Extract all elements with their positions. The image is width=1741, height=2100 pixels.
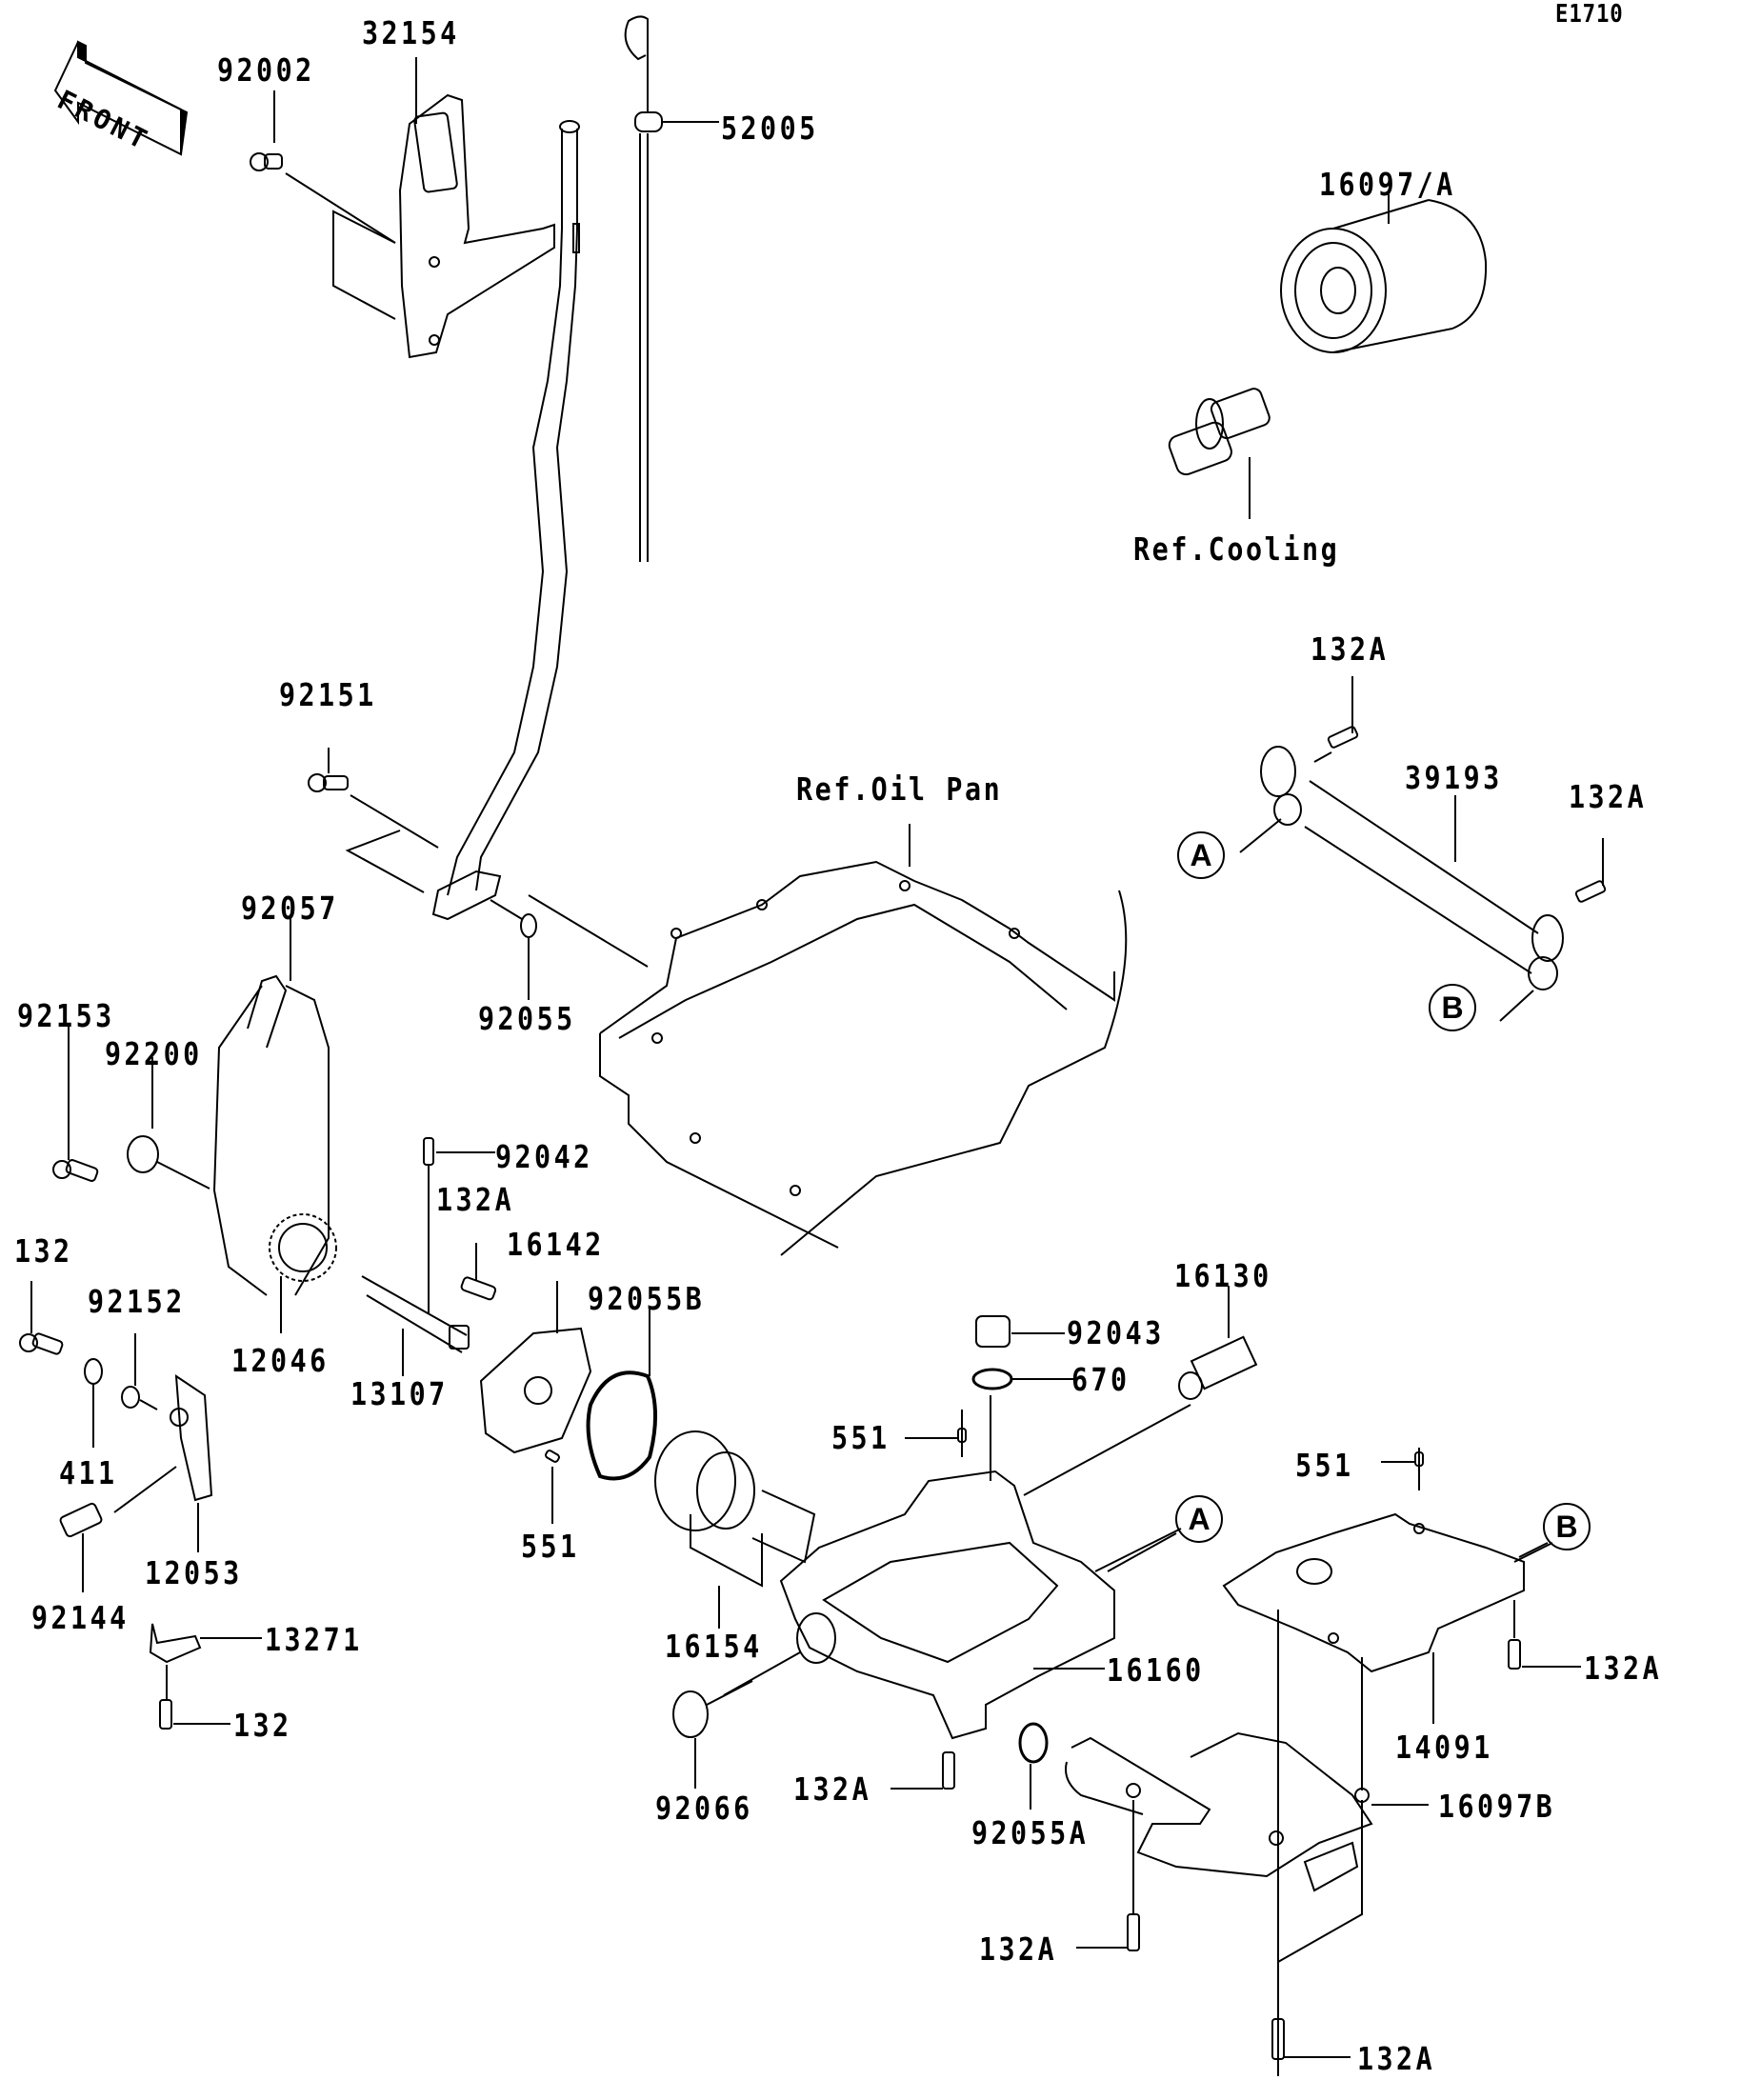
part-label-551-pump[interactable]: 551 bbox=[521, 1528, 580, 1565]
washer-92200 bbox=[128, 1057, 210, 1189]
rotor-16154 bbox=[655, 1431, 814, 1629]
part-label-16142[interactable]: 16142 bbox=[507, 1226, 605, 1263]
part-label-92057[interactable]: 92057 bbox=[241, 890, 339, 927]
oil-pan bbox=[529, 824, 1126, 1255]
part-label-16130[interactable]: 16130 bbox=[1174, 1257, 1272, 1294]
part-label-132a-d[interactable]: 132A bbox=[979, 1930, 1058, 1968]
dipstick-tube bbox=[448, 121, 579, 895]
part-label-39193[interactable]: 39193 bbox=[1405, 759, 1503, 796]
spring-92144 bbox=[59, 1503, 103, 1592]
part-label-132a-pump[interactable]: 132A bbox=[436, 1181, 515, 1218]
ref-cooling-label: Ref.Cooling bbox=[1133, 530, 1340, 568]
bolt-132 bbox=[20, 1281, 63, 1355]
sprocket-12046 bbox=[270, 1214, 336, 1333]
ref-oil-pan-label: Ref.Oil Pan bbox=[796, 770, 1003, 808]
part-label-16097b[interactable]: 16097B bbox=[1438, 1788, 1556, 1825]
part-label-92055b[interactable]: 92055B bbox=[588, 1280, 706, 1317]
diagram-code: E1710 bbox=[1555, 0, 1624, 29]
dipstick-52005 bbox=[626, 16, 719, 562]
shaft-13107 bbox=[362, 1138, 495, 1376]
o-ring-92055a bbox=[1020, 1724, 1047, 1810]
screen-14091 bbox=[1224, 1448, 1581, 1724]
part-label-16154[interactable]: 16154 bbox=[665, 1628, 763, 1665]
bracket-32154 bbox=[274, 57, 554, 357]
part-label-13271[interactable]: 13271 bbox=[265, 1621, 363, 1658]
part-label-132a-top[interactable]: 132A bbox=[1311, 630, 1390, 668]
part-label-670[interactable]: 670 bbox=[1071, 1361, 1131, 1398]
front-arrow-icon bbox=[55, 42, 187, 154]
part-label-92144[interactable]: 92144 bbox=[31, 1599, 130, 1636]
part-label-92055a[interactable]: 92055A bbox=[971, 1814, 1090, 1851]
o-ring-670 bbox=[973, 1370, 1074, 1389]
part-label-16160[interactable]: 16160 bbox=[1107, 1651, 1205, 1689]
marker-b-pipe: B bbox=[1429, 984, 1476, 1031]
part-label-92002[interactable]: 92002 bbox=[217, 51, 315, 89]
collar-92043 bbox=[976, 1316, 1065, 1347]
part-label-132a-c[interactable]: 132A bbox=[793, 1770, 872, 1808]
marker-a-leader bbox=[1108, 1533, 1176, 1571]
flange-bolt-92151 bbox=[309, 748, 536, 1000]
chain-92057 bbox=[214, 914, 329, 1295]
part-label-92066[interactable]: 92066 bbox=[655, 1790, 753, 1827]
part-label-132[interactable]: 132 bbox=[14, 1232, 73, 1270]
part-label-92151[interactable]: 92151 bbox=[279, 676, 377, 713]
bolt-132a-lower bbox=[891, 1752, 954, 1789]
marker-b-screen: B bbox=[1543, 1503, 1591, 1550]
washer-411 bbox=[85, 1359, 102, 1448]
part-label-92153[interactable]: 92153 bbox=[17, 997, 115, 1034]
part-label-92200[interactable]: 92200 bbox=[105, 1035, 203, 1072]
part-label-92152[interactable]: 92152 bbox=[88, 1283, 186, 1320]
part-label-32154[interactable]: 32154 bbox=[362, 14, 460, 51]
bolt-92002 bbox=[250, 153, 282, 170]
oil-filter-16097a bbox=[1281, 190, 1486, 352]
pipe-39193 bbox=[1240, 676, 1606, 1021]
marker-b-leader bbox=[1519, 1543, 1548, 1557]
part-label-92042[interactable]: 92042 bbox=[495, 1138, 593, 1175]
part-label-411[interactable]: 411 bbox=[59, 1454, 118, 1491]
part-label-12053[interactable]: 12053 bbox=[145, 1554, 243, 1591]
bolt-92153 bbox=[53, 1024, 98, 1182]
part-label-13107[interactable]: 13107 bbox=[350, 1375, 449, 1412]
part-label-132a-b[interactable]: 132A bbox=[1584, 1650, 1663, 1687]
part-label-132-bottom[interactable]: 132 bbox=[233, 1707, 292, 1744]
relief-valve-16130 bbox=[1179, 1286, 1256, 1399]
marker-a-pipe: A bbox=[1177, 831, 1225, 879]
part-label-14091[interactable]: 14091 bbox=[1395, 1729, 1493, 1766]
part-label-551-mid[interactable]: 551 bbox=[831, 1419, 891, 1456]
part-label-92055[interactable]: 92055 bbox=[478, 1000, 576, 1037]
tensioner-12053 bbox=[114, 1376, 211, 1552]
pump-cover-16142 bbox=[461, 1243, 590, 1524]
part-label-16097a[interactable]: 16097/A bbox=[1319, 166, 1456, 203]
marker-a-housing: A bbox=[1175, 1495, 1223, 1543]
part-label-132a-right[interactable]: 132A bbox=[1569, 778, 1648, 815]
strainer-16097b bbox=[1066, 1610, 1429, 2076]
gasket-92055b bbox=[589, 1310, 655, 1479]
plug-92066 bbox=[673, 1681, 752, 1789]
housing-16160 bbox=[724, 1395, 1191, 1738]
part-label-551-right[interactable]: 551 bbox=[1295, 1447, 1354, 1484]
filter-nipple bbox=[1167, 387, 1271, 519]
part-label-132a-e[interactable]: 132A bbox=[1357, 2040, 1436, 2077]
part-label-52005[interactable]: 52005 bbox=[721, 110, 819, 147]
part-label-12046[interactable]: 12046 bbox=[231, 1342, 330, 1379]
nut-92152 bbox=[122, 1333, 157, 1410]
part-label-92043[interactable]: 92043 bbox=[1067, 1314, 1165, 1351]
plate-13271 bbox=[150, 1624, 262, 1729]
